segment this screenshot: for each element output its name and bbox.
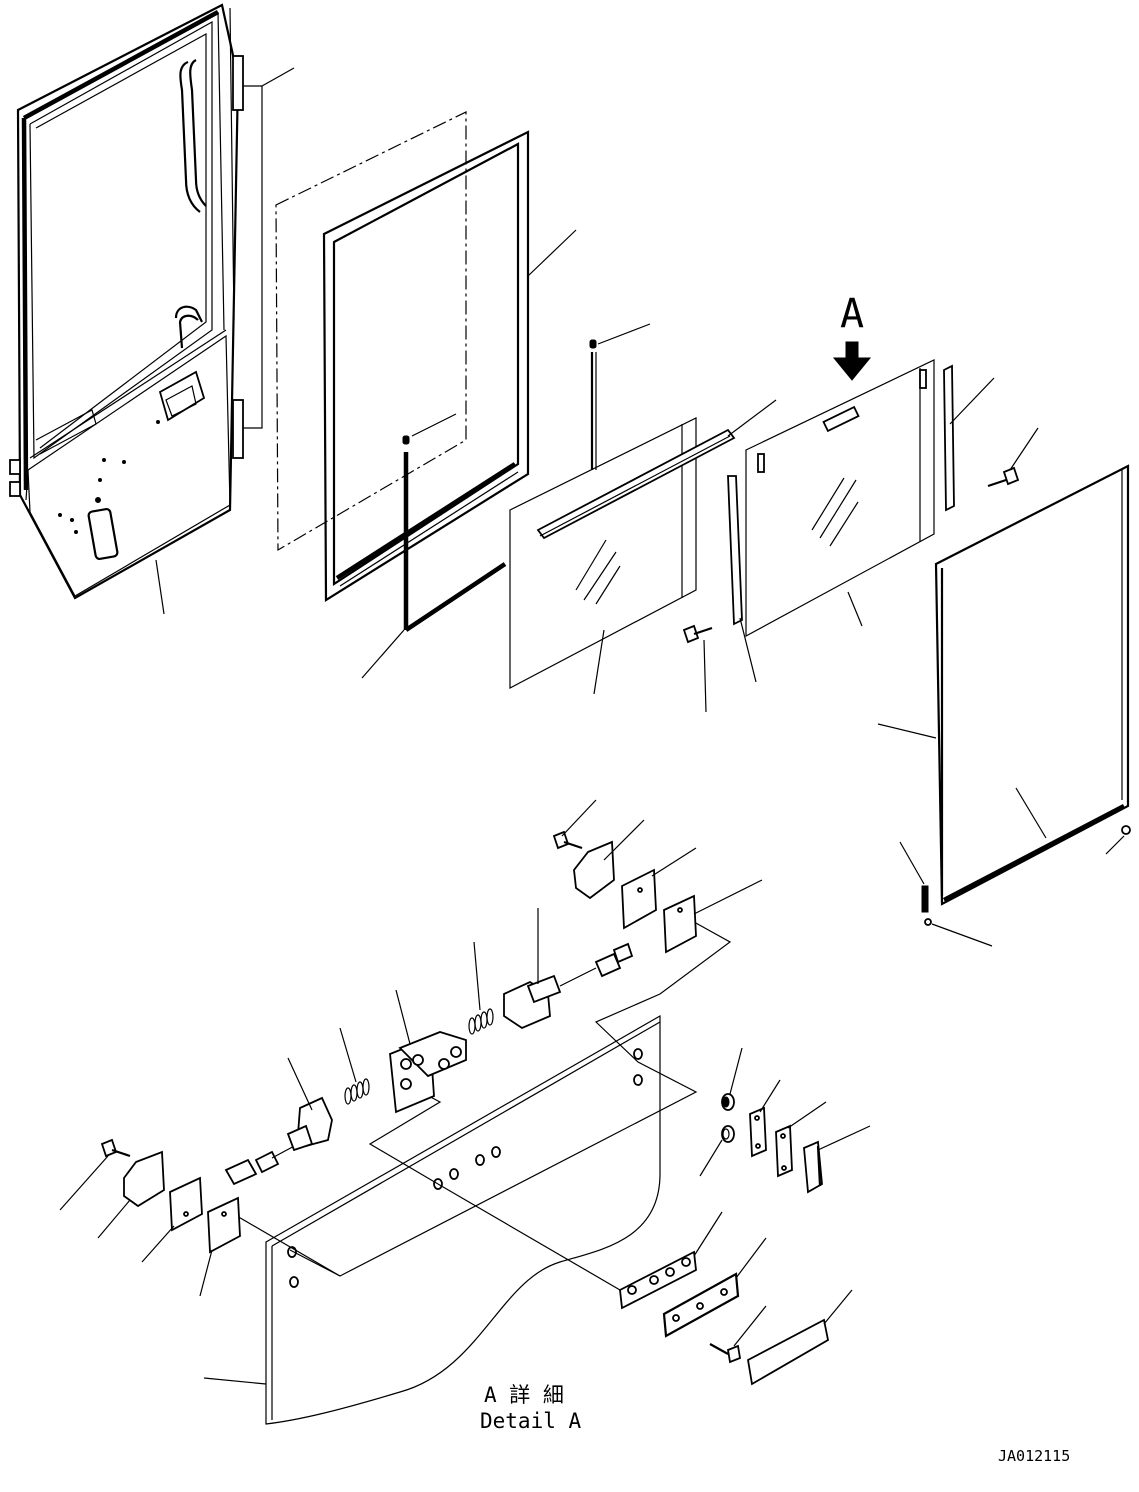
spring-icon <box>468 1008 494 1035</box>
leader-line <box>817 1125 871 1151</box>
spacer-plate <box>749 1106 767 1158</box>
spacer-plate <box>775 1124 793 1178</box>
leader-line <box>1015 787 1047 839</box>
leader-line <box>527 229 577 277</box>
bushing-icon <box>721 1125 735 1143</box>
seal-end-cap <box>1121 825 1131 835</box>
latch-pin <box>224 1143 299 1186</box>
latch-bracket <box>573 840 615 900</box>
spring-icon <box>344 1078 370 1105</box>
leader-line <box>203 1377 267 1385</box>
leader-line <box>561 799 597 837</box>
leader-line <box>931 923 993 947</box>
nut-plate <box>662 1272 740 1338</box>
leader-line <box>899 841 925 885</box>
leader-line <box>759 1079 781 1113</box>
fixed-glass-panel <box>509 417 736 689</box>
view-label: A <box>840 291 864 337</box>
strip-cap <box>589 339 597 349</box>
detail-a-panel <box>265 1014 661 1425</box>
bolt-icon <box>552 830 583 850</box>
leader-line <box>97 1199 131 1239</box>
gasket-plate <box>207 1196 241 1254</box>
detail-label-en: Detail A <box>480 1409 582 1433</box>
leader-line <box>787 1101 827 1129</box>
latch-body <box>503 974 562 1030</box>
lock-assembly <box>389 1031 467 1114</box>
door-assembly <box>9 3 244 600</box>
bolt-icon <box>709 1343 742 1364</box>
guide-rail <box>943 364 955 512</box>
leader-line <box>593 629 605 695</box>
leader-line <box>693 1211 723 1257</box>
leader-line <box>703 639 707 713</box>
leader-line <box>59 1155 109 1211</box>
leader-line <box>693 879 763 915</box>
bolt-icon <box>987 466 1020 488</box>
gasket-plate <box>169 1176 203 1232</box>
leader-line <box>727 399 777 437</box>
leader-line <box>395 989 411 1045</box>
bushing-icon <box>721 1093 735 1111</box>
leader-line <box>733 1305 767 1347</box>
leader-line <box>1105 835 1125 855</box>
latch-bracket <box>123 1150 165 1208</box>
leader-line <box>339 1027 357 1083</box>
leader-line <box>261 67 295 87</box>
leader-line <box>729 1047 743 1095</box>
leader-line <box>411 413 457 437</box>
detail-label-jp: A 詳 細 <box>484 1383 564 1407</box>
sliding-glass-panel <box>745 359 935 638</box>
leader-line <box>847 591 863 627</box>
lower-seal-frame <box>934 464 1130 906</box>
leader-line <box>739 617 757 683</box>
gasket-plate <box>621 868 657 930</box>
gasket-plate <box>663 894 697 954</box>
bolt-icon <box>100 1138 131 1158</box>
leader-line <box>141 1225 175 1263</box>
leader-line <box>823 1289 853 1325</box>
leader-line <box>199 1249 213 1297</box>
latch-pin <box>559 942 634 987</box>
leader-line <box>155 559 165 615</box>
leader-line <box>1009 427 1039 471</box>
stopper-strip <box>727 475 743 626</box>
leader-line <box>597 323 651 345</box>
hinge-leader-bracket <box>243 85 263 429</box>
assembly-line <box>229 1211 341 1277</box>
bolt-icon <box>682 624 713 644</box>
figure-code: JA012115 <box>998 1447 1070 1465</box>
seal-cap <box>402 435 410 445</box>
leader-line <box>473 941 481 1011</box>
leader-line <box>651 847 697 877</box>
assembly-line <box>437 1183 621 1291</box>
leader-line <box>287 1057 313 1111</box>
reinforcement-plate <box>619 1250 697 1310</box>
latch-body <box>286 1096 333 1152</box>
leader-line <box>949 377 995 425</box>
leader-line <box>361 629 405 679</box>
window-seal-frame <box>322 130 530 602</box>
leader-line <box>699 1139 723 1177</box>
seal-end-piece <box>921 885 929 913</box>
leader-line <box>877 723 937 739</box>
seal-end-cap <box>924 918 932 926</box>
assembly-line <box>289 921 732 1277</box>
trim-cover <box>747 1318 830 1386</box>
view-arrow-icon <box>832 341 872 381</box>
leader-line <box>735 1237 767 1279</box>
leader-line <box>603 819 645 861</box>
